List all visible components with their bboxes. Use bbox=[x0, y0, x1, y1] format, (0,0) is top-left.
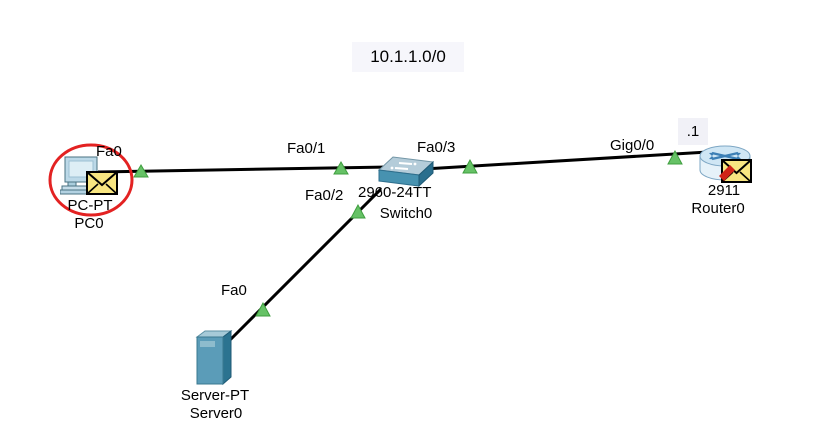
link-status-up-icon bbox=[255, 301, 271, 317]
device-model-router0: 2911 bbox=[707, 182, 741, 199]
failed-mark-icon bbox=[719, 165, 735, 181]
link-status-up-icon bbox=[133, 164, 149, 178]
device-name-server0: Server0 bbox=[189, 405, 243, 422]
link-status-up-icon bbox=[333, 161, 349, 175]
device-server0[interactable] bbox=[194, 327, 234, 387]
network-note[interactable]: 10.1.1.0/0 bbox=[352, 42, 464, 72]
link-status-up-icon bbox=[667, 149, 683, 165]
pc-icon bbox=[59, 156, 98, 195]
port-label-switch0-fa0-1: Fa0/1 bbox=[287, 140, 326, 157]
device-pc0[interactable] bbox=[59, 154, 104, 196]
switch-icon bbox=[377, 156, 435, 188]
device-name-router0: Router0 bbox=[691, 200, 745, 217]
port-label-switch0-fa0-3: Fa0/3 bbox=[417, 139, 456, 156]
device-switch0[interactable] bbox=[376, 150, 436, 190]
device-model-pc0: PC-PT bbox=[67, 197, 113, 214]
pdu-envelope-failed-icon[interactable] bbox=[719, 159, 752, 183]
port-label-pc0-fa0: Fa0 bbox=[96, 143, 122, 160]
device-model-server0: Server-PT bbox=[180, 387, 250, 404]
port-label-switch0-fa0-2: Fa0/2 bbox=[305, 187, 344, 204]
pdu-envelope-icon[interactable] bbox=[86, 171, 118, 195]
device-name-pc0: PC0 bbox=[74, 215, 104, 232]
highlight-ellipse bbox=[48, 143, 134, 217]
device-model-switch0: 2960-24TT bbox=[358, 184, 432, 201]
port-label-router0-gig0-0: Gig0/0 bbox=[610, 137, 655, 154]
port-label-server0-fa0: Fa0 bbox=[221, 282, 247, 299]
server-icon bbox=[195, 330, 233, 386]
device-name-switch0: Switch0 bbox=[379, 205, 433, 222]
link-status-up-icon bbox=[462, 158, 478, 174]
router-ip-suffix-label: .1 bbox=[678, 118, 708, 145]
link-status-up-icon bbox=[350, 203, 366, 219]
